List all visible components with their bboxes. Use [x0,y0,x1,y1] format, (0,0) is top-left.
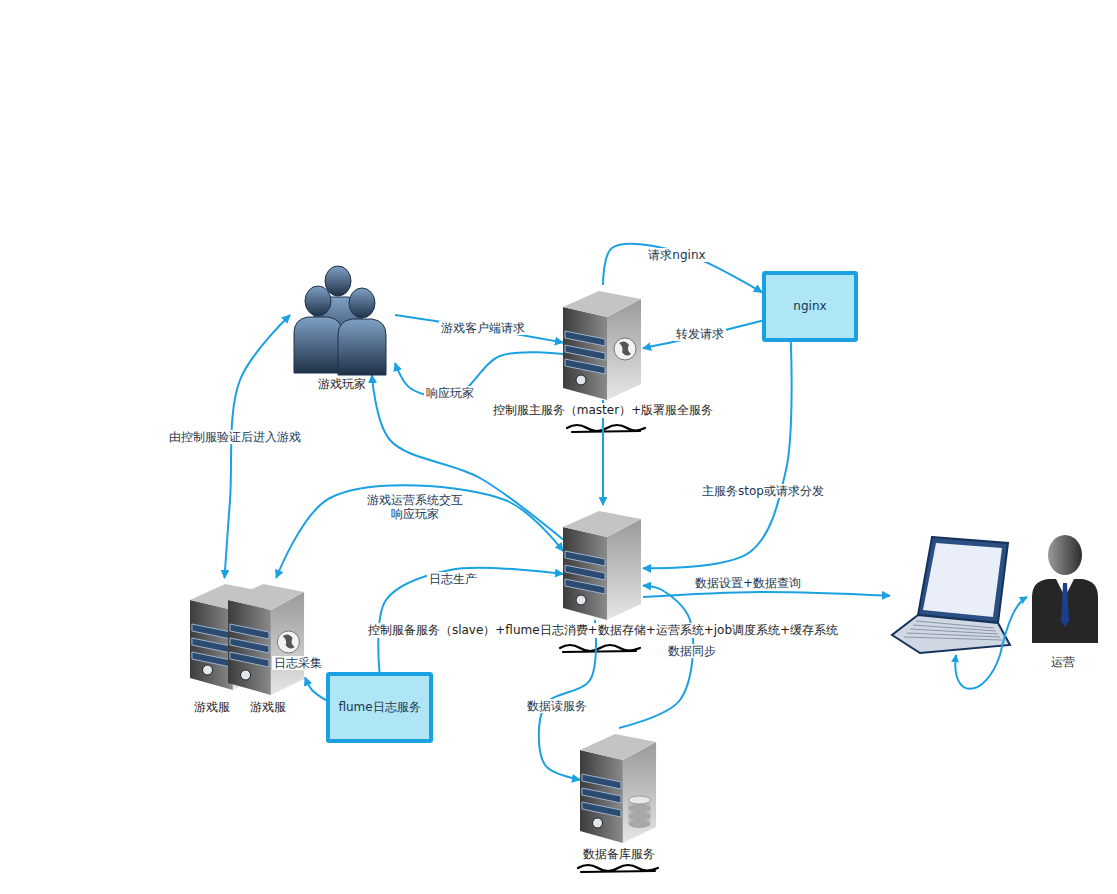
edge-label: 响应玩家 [424,386,476,400]
people-node: 游戏玩家 [290,255,395,375]
icon [290,255,395,375]
person-figure [294,286,342,373]
connector-arrow [395,315,563,343]
server-node: 控制服备服务（slave）+flume日志消费+数据存储+运营系统+job调度系… [563,505,643,620]
edge-label: 数据读服务 [525,699,589,713]
node-label: 控制服主服务（master）+版署服全服务 [491,403,715,418]
node-label: 游戏服 [248,700,288,715]
icon [563,285,643,400]
edge-label: 数据同步 [666,644,718,658]
connector-arrow [225,315,291,578]
connector-arrow [619,586,693,729]
connector-arrow [372,375,563,540]
connector-arrow [395,352,563,397]
servers2-node: 游戏服游戏服 [190,578,305,695]
server-icon [228,584,304,695]
icon [890,535,1102,670]
edge-label: 游戏运营系统交互 [365,493,465,507]
connector-arrow [378,568,563,672]
operator-figure [1032,535,1098,643]
edge-label: 响应玩家 [389,507,441,521]
icon [563,505,643,620]
connector-arrow [305,677,326,700]
ops-node: 运营 [890,535,1102,670]
edge-label: 游戏客户端请求 [439,321,527,335]
connector-arrow [643,321,762,349]
connector-arrow [603,244,762,293]
connector-arrow [539,620,596,780]
node-label: 运营 [1049,655,1077,670]
server-icon [580,734,656,843]
server-icon [190,584,266,690]
db-node: 数据备库服务 [580,728,658,843]
process-box: nginx [762,271,858,342]
edge-label: 主服务stop或请求分发 [700,484,826,498]
connector-arrow [276,485,563,578]
server-node: 控制服主服务（master）+版署服全服务 [563,285,643,400]
interaction-loop [955,597,1027,689]
edge-label: 由控制服验证后进入游戏 [167,430,303,444]
node-label: 游戏玩家 [316,377,368,392]
redaction-scribble [560,425,658,872]
icon [580,728,658,843]
person-figure [314,266,362,353]
laptop-icon [892,537,1010,653]
connector-arrow [643,342,792,568]
node-label: 游戏服 [192,700,232,715]
server-icon [563,291,641,400]
edge-label: 转发请求 [674,327,726,341]
edge-label: 数据设置+数据查询 [693,576,803,590]
node-label: nginx [791,299,828,314]
connector-arrow [602,400,604,505]
process-box: flume日志服务 [326,672,432,743]
node-label: 数据备库服务 [581,847,657,862]
edge-label: 请求nginx [646,248,707,262]
edge-label: 日志生产 [427,572,479,586]
server-icon [563,511,641,620]
connector-arrow [643,592,890,597]
edge-label: 日志采集 [272,656,324,670]
node-label: flume日志服务 [336,700,422,715]
icon [190,578,305,695]
node-label: 控制服备服务（slave）+flume日志消费+数据存储+运营系统+job调度系… [366,623,840,638]
person-figure [338,288,386,375]
